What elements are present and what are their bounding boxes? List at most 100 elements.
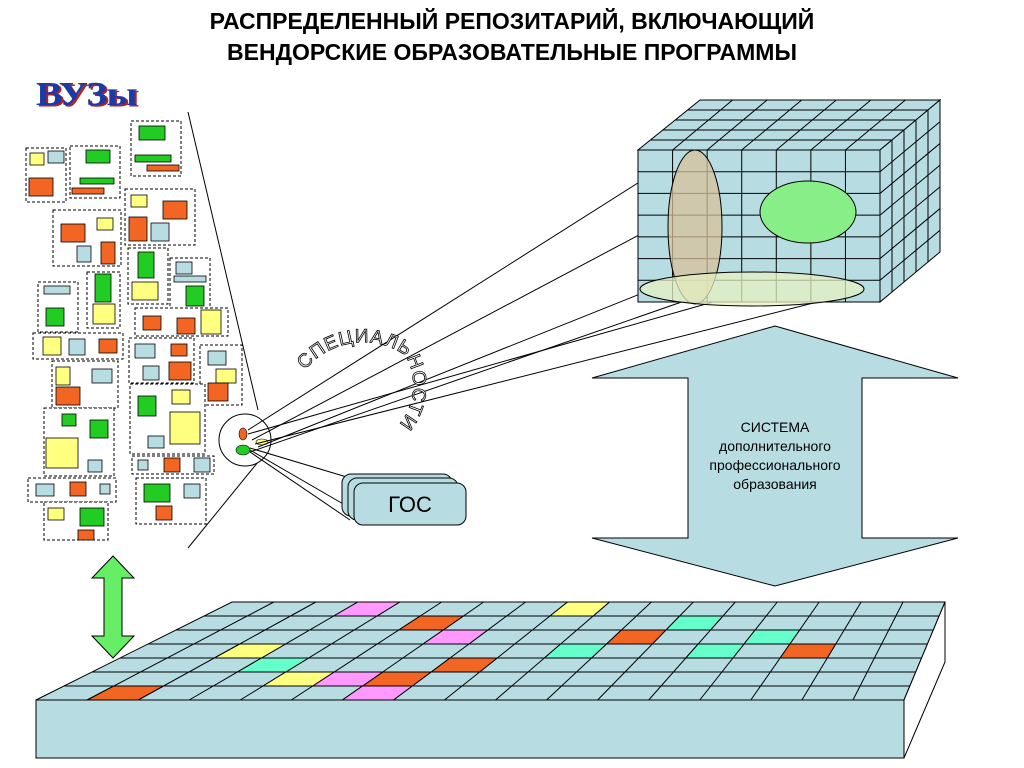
university-module [51,360,119,409]
module-block [200,309,222,335]
module-block [150,222,170,242]
platform-cell [664,615,725,631]
module-block [99,483,111,495]
university-module [32,332,124,360]
university-module [127,247,169,305]
module-block [77,529,95,541]
university-module [130,120,182,177]
module-block [43,285,71,295]
cube-green-ellipse [759,180,857,244]
gos-lines [249,447,351,521]
module-block [171,389,191,405]
university-module [134,307,229,337]
module-block [79,177,115,185]
module-block [60,223,86,243]
page-title: РАСПРЕДЕЛЕННЫЙ РЕПОЗИТАРИЙ, ВКЛЮЧАЮЩИЙ В… [0,6,1024,68]
module-block [143,483,171,503]
system-title: СИСТЕМА [740,419,810,435]
funnel-lines [187,111,259,549]
platform-cell [779,643,837,659]
platform-cell [86,685,164,701]
university-module [27,477,117,503]
module-block [100,241,116,265]
gos-card-stack [341,473,467,526]
system-double-arrow [591,325,959,587]
module-block [47,507,65,521]
module-block [183,483,201,499]
module-block [173,275,207,283]
title-line-1: РАСПРЕДЕЛЕННЫЙ РЕПОЗИТАРИЙ, ВКЛЮЧАЮЩИЙ [209,8,815,34]
university-module [52,209,122,267]
university-module [135,477,207,525]
university-module [169,257,211,313]
system-caption: СИСТЕМА дополнительного профессиональног… [690,418,860,494]
module-block [207,382,229,402]
university-module [69,145,121,199]
university-module [43,501,109,541]
platform-cell [214,643,288,659]
module-block [68,338,86,356]
module-block [163,457,181,473]
universities-logo: ВУЗы [36,74,138,113]
module-block [193,457,211,473]
module-block [138,125,166,141]
lens-green-marker [235,444,251,456]
module-block [71,187,105,195]
module-block [45,437,79,469]
module-block [134,343,156,359]
module-block [47,150,65,164]
module-block [142,365,160,381]
cube-base-ellipse [639,271,865,307]
system-line-4: образования [733,476,817,492]
module-block [35,483,55,497]
module-block [176,317,196,335]
university-module [25,147,67,203]
title-line-2: ВЕНДОРСКИЕ ОБРАЗОВАТЕЛЬНЫЕ ПРОГРАММЫ [227,39,797,65]
gos-label: ГОС [388,492,432,517]
module-block [168,361,192,381]
module-block [175,261,193,275]
module-block [42,336,62,356]
module-block [130,194,148,208]
module-block [69,481,87,497]
platform-cell [397,615,466,631]
university-module [131,455,215,475]
module-block [96,217,114,231]
module-block [207,350,227,366]
university-module [199,344,243,406]
module-block [98,338,118,354]
system-line-2: дополнительного [719,438,831,454]
university-modules [25,120,243,541]
university-module [86,271,121,329]
module-block [169,411,201,445]
lens-orange-marker [238,427,248,441]
module-block [155,505,173,521]
platform-cell [743,629,801,645]
university-module [43,407,115,477]
specialties-text: СПЕЦИАЛЬНОСТИ [293,326,429,435]
module-block [137,459,149,471]
module-block [131,281,159,301]
module-block [134,154,172,163]
university-module [129,383,206,455]
specialties-curved-label: СПЕЦИАЛЬНОСТИ [293,326,429,434]
module-block [170,343,188,357]
module-block [91,368,113,384]
repository-platform [35,601,946,759]
platform-cell [331,601,402,617]
university-module [37,281,79,333]
module-block [94,273,112,303]
module-block [79,507,105,527]
module-block [185,285,205,307]
module-block [146,164,180,172]
platform-cell [311,671,385,687]
module-block [76,245,92,263]
module-block [142,315,162,331]
module-block [137,395,157,417]
module-block [147,435,165,449]
module-block [89,419,109,439]
module-block [85,149,111,164]
module-block [55,386,81,406]
green-double-arrow [90,555,136,659]
